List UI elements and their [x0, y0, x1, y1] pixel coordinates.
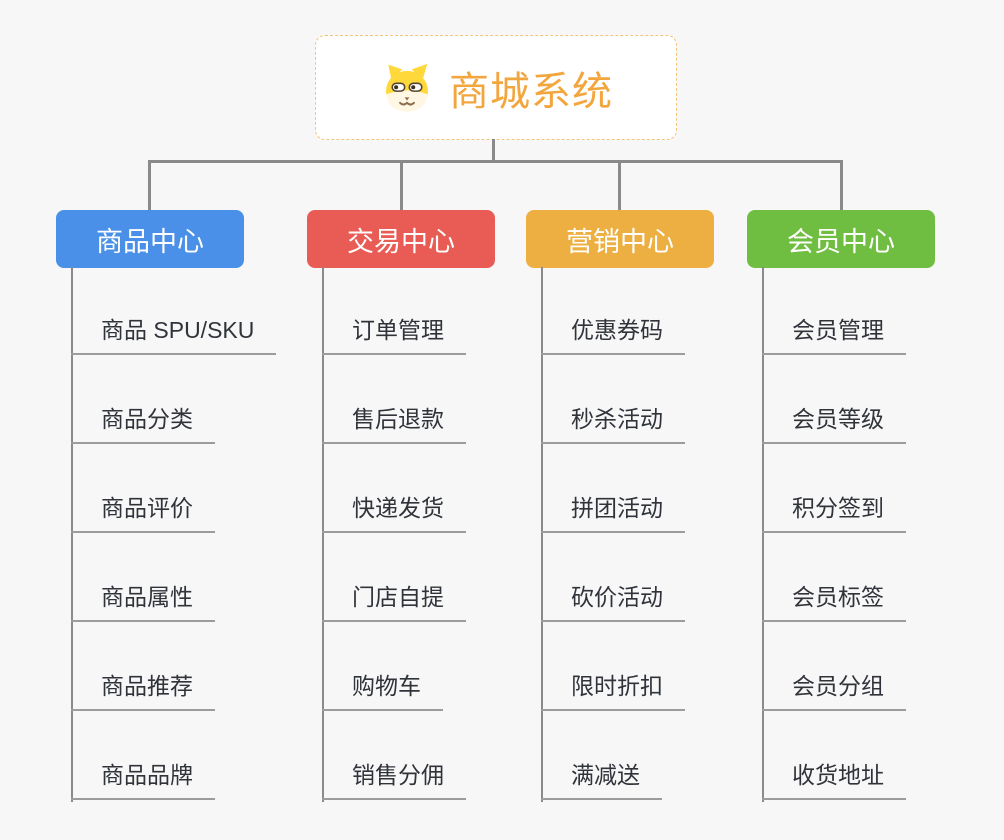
- leaf-node[interactable]: 销售分佣: [322, 756, 466, 800]
- root-node[interactable]: 商城系统: [315, 35, 677, 140]
- leaf-node[interactable]: 限时折扣: [541, 667, 685, 711]
- leaf-column-members: 会员管理 会员等级 积分签到 会员标签 会员分组 收货地址: [762, 266, 906, 800]
- leaf-column-trade: 订单管理 售后退款 快递发货 门店自提 购物车 销售分佣: [322, 266, 466, 800]
- leaf-node[interactable]: 满减送: [541, 756, 662, 800]
- dog-face-icon: [379, 60, 435, 116]
- connector-branch-members: [762, 267, 764, 802]
- leaf-node[interactable]: 售后退款: [322, 400, 466, 444]
- leaf-node[interactable]: 商品属性: [71, 578, 215, 622]
- connector-root-stub: [492, 139, 495, 162]
- branch-label: 商品中心: [96, 226, 204, 257]
- connector-drop-products: [148, 160, 151, 210]
- connector-branch-marketing: [541, 267, 543, 802]
- branch-node-members[interactable]: 会员中心: [747, 210, 935, 268]
- leaf-node[interactable]: 拼团活动: [541, 489, 685, 533]
- leaf-node[interactable]: 商品分类: [71, 400, 215, 444]
- leaf-node[interactable]: 会员分组: [762, 667, 906, 711]
- leaf-column-marketing: 优惠券码 秒杀活动 拼团活动 砍价活动 限时折扣 满减送: [541, 266, 685, 800]
- connector-drop-members: [840, 160, 843, 210]
- connector-drop-marketing: [618, 160, 621, 210]
- branch-node-marketing[interactable]: 营销中心: [526, 210, 714, 268]
- connector-branch-trade: [322, 267, 324, 802]
- leaf-node[interactable]: 会员管理: [762, 311, 906, 355]
- leaf-node[interactable]: 砍价活动: [541, 578, 685, 622]
- leaf-node[interactable]: 订单管理: [322, 311, 466, 355]
- leaf-node[interactable]: 门店自提: [322, 578, 466, 622]
- leaf-node[interactable]: 商品 SPU/SKU: [71, 311, 277, 355]
- branch-label: 交易中心: [347, 226, 455, 257]
- leaf-node[interactable]: 积分签到: [762, 489, 906, 533]
- leaf-node[interactable]: 商品品牌: [71, 756, 215, 800]
- root-title: 商城系统: [449, 69, 613, 114]
- leaf-node[interactable]: 收货地址: [762, 756, 906, 800]
- connector-drop-trade: [400, 160, 403, 210]
- branch-node-trade[interactable]: 交易中心: [307, 210, 495, 268]
- leaf-node[interactable]: 商品评价: [71, 489, 215, 533]
- branch-label: 会员中心: [787, 226, 895, 257]
- connector-horizontal: [148, 160, 843, 163]
- leaf-node[interactable]: 快递发货: [322, 489, 466, 533]
- leaf-node[interactable]: 优惠券码: [541, 311, 685, 355]
- leaf-column-products: 商品 SPU/SKU 商品分类 商品评价 商品属性 商品推荐 商品品牌: [71, 266, 277, 800]
- leaf-node[interactable]: 秒杀活动: [541, 400, 685, 444]
- leaf-node[interactable]: 会员标签: [762, 578, 906, 622]
- leaf-node[interactable]: 商品推荐: [71, 667, 215, 711]
- leaf-node[interactable]: 会员等级: [762, 400, 906, 444]
- branch-label: 营销中心: [566, 226, 674, 257]
- branch-node-products[interactable]: 商品中心: [56, 210, 244, 268]
- connector-branch-products: [71, 267, 73, 802]
- leaf-node[interactable]: 购物车: [322, 667, 443, 711]
